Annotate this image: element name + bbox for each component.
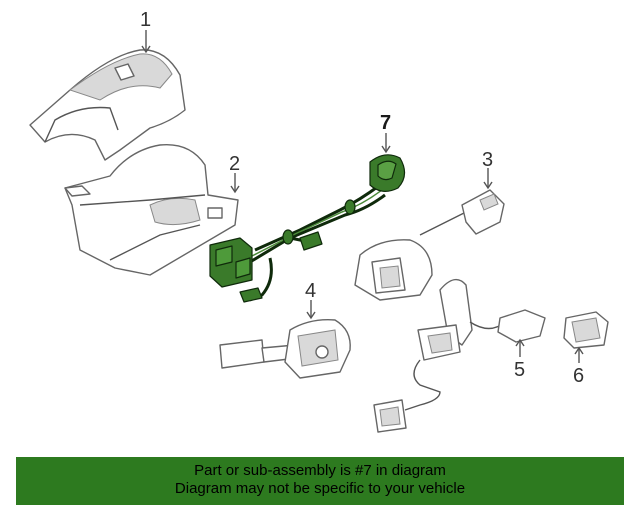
part-1-upper-shroud[interactable] (29, 49, 186, 161)
banner-line-1: Part or sub-assembly is #7 in diagram (194, 462, 446, 479)
callout-7: 7 (380, 112, 392, 134)
callout-1: 1 (140, 9, 152, 31)
callout-2: 2 (229, 153, 241, 175)
part-5-angle-sensor[interactable] (373, 278, 546, 433)
part-7-wiring-harness[interactable] (209, 154, 406, 303)
part-4-stalk-switch[interactable] (219, 319, 351, 379)
callout-3: 3 (482, 149, 494, 171)
part-2-lower-shroud[interactable] (64, 143, 239, 276)
parts-diagram (29, 30, 609, 433)
part-3-combination-switch[interactable] (354, 189, 505, 301)
banner-line-2: Diagram may not be specific to your vehi… (174, 480, 466, 497)
callout-4: 4 (305, 280, 317, 302)
callout-5: 5 (514, 359, 526, 381)
part-6-connector[interactable] (563, 311, 609, 349)
info-banner: Part or sub-assembly is #7 in diagram Di… (16, 457, 624, 505)
callout-6: 6 (573, 365, 585, 387)
